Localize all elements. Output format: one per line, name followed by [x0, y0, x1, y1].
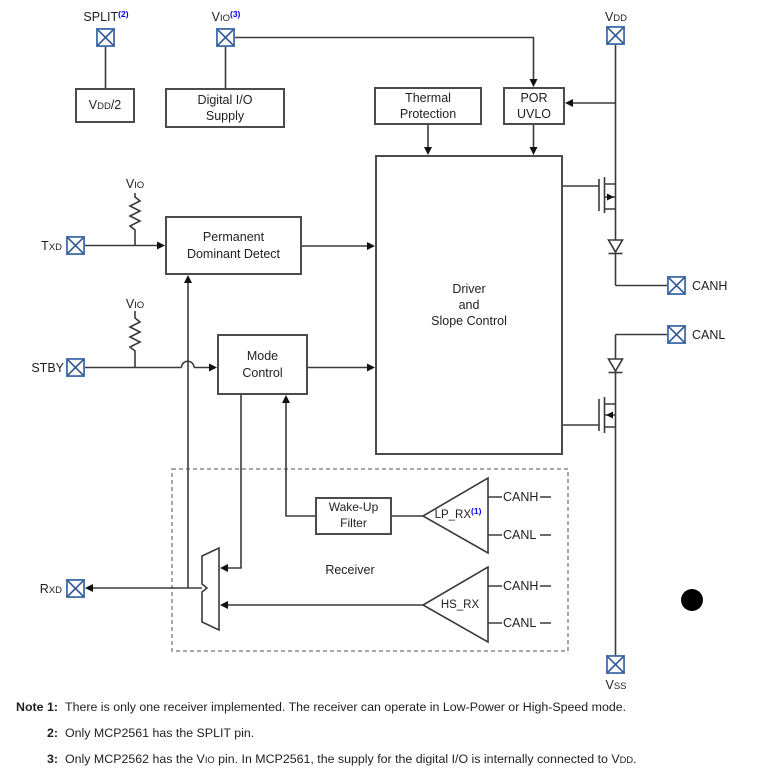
- mode-line2: Control: [242, 365, 283, 380]
- driver-line1: Driver: [452, 281, 486, 296]
- lp-rx-label: LP_RX(1): [434, 506, 482, 521]
- pin-x-icon: [667, 325, 686, 344]
- mode-to-driver-wire: [308, 363, 375, 372]
- canh-pin: [667, 276, 686, 295]
- vdd-pin: [606, 26, 625, 45]
- thermal-protection-block: Thermal Protection: [374, 87, 482, 125]
- stby-pin-label: STBY: [31, 361, 64, 375]
- pin-x-icon: [606, 655, 625, 674]
- canh-diode-icon: [607, 239, 624, 255]
- mode-line1: Mode: [246, 349, 279, 364]
- split-pin: [96, 28, 115, 47]
- pdd-to-driver-wire: [302, 242, 375, 250]
- stby-pullup-vio-label: VIO: [125, 297, 145, 311]
- txd-pullup-vio-label: VIO: [125, 177, 145, 191]
- rx-mux-icon: [201, 546, 220, 632]
- hs-rx-canh-tap-label: CANH: [503, 579, 539, 593]
- permanent-dominant-detect-block: Permanent Dominant Detect: [165, 216, 302, 275]
- stby-wire: [85, 360, 217, 372]
- note1-text: There is only one receiver implemented. …: [65, 700, 627, 714]
- stby-pin: [66, 358, 85, 377]
- txd-wire: [85, 241, 165, 250]
- receiver-dashed-box: [171, 468, 569, 652]
- pin-x-icon: [667, 276, 686, 295]
- vss-pin: [606, 655, 625, 674]
- note3-text: Only MCP2562 has the VIO pin. In MCP2561…: [65, 752, 637, 767]
- por-uvlo-block: POR UVLO: [503, 87, 565, 125]
- mode-control-block: Mode Control: [217, 334, 308, 395]
- txd-pullup-resistor-icon: [128, 193, 142, 246]
- note2-text: Only MCP2561 has the SPLIT pin.: [65, 726, 255, 741]
- canl-pin: [667, 325, 686, 344]
- txd-pin: [66, 236, 85, 255]
- wakeup-line2: Filter: [340, 516, 367, 530]
- pin-x-icon: [66, 579, 85, 598]
- thermal-to-driver-wire: [424, 125, 432, 155]
- lp-rx-canh-tap-label: CANH: [503, 490, 539, 504]
- hs-rx-to-mux-wire: [220, 601, 423, 609]
- vdd-pin-label: VDD: [604, 10, 628, 24]
- txd-pin-label: TXD: [41, 239, 62, 253]
- vio-to-por-wire: [235, 36, 538, 87]
- stby-pullup-resistor-icon: [128, 311, 142, 368]
- thermal-line2: Protection: [399, 107, 457, 121]
- hs-rx-comparator-icon: [421, 565, 551, 644]
- hs-rx-canl-tap-label: CANL: [503, 616, 537, 630]
- vdd-to-por-wire: [565, 99, 616, 107]
- rxd-wire: [85, 584, 202, 592]
- rxd-pin-label: RXD: [39, 582, 62, 596]
- split-pin-label: SPLIT(2): [83, 9, 129, 24]
- mode-to-mux-wire: [220, 395, 242, 572]
- wakeup-filter-block: Wake-Up Filter: [315, 497, 392, 535]
- vdd-half-block: VDD/2: [75, 88, 135, 123]
- note3-label: 3:: [46, 752, 58, 767]
- driver-line3: Slope Control: [431, 314, 507, 329]
- receiver-label: Receiver: [325, 563, 375, 577]
- hs-rx-label: HS_RX: [440, 599, 480, 611]
- pin-x-icon: [96, 28, 115, 47]
- lp-rx-comparator-icon: [421, 476, 551, 555]
- high-side-mosfet-icon: [563, 177, 616, 213]
- canl-pin-label: CANL: [692, 328, 726, 342]
- driver-line2: and: [458, 297, 480, 312]
- vio-pin-label: VIO(3): [211, 9, 241, 24]
- wakeup-line1: Wake-Up: [328, 500, 379, 515]
- pin-x-icon: [66, 358, 85, 377]
- wakeup-to-mode-wire: [282, 395, 315, 517]
- thermal-line1: Thermal: [405, 90, 451, 105]
- digital-io-line2: Supply: [205, 109, 245, 123]
- low-side-mosfet-icon: [563, 397, 616, 433]
- digital-io-line1: Digital I/O: [197, 92, 253, 107]
- canh-pin-label: CANH: [692, 279, 728, 293]
- rxd-pin: [66, 579, 85, 598]
- driver-slope-control-block: Driver and Slope Control: [375, 155, 563, 455]
- pdd-line1: Permanent: [202, 230, 265, 245]
- digital-io-supply-block: Digital I/O Supply: [165, 88, 285, 128]
- pin-x-icon: [216, 28, 235, 47]
- canl-diode-icon: [607, 358, 624, 374]
- footnotes: Note 1: There is only one receiver imple…: [13, 700, 761, 767]
- note2-label: 2:: [46, 726, 58, 741]
- por-line1: POR: [520, 90, 548, 105]
- vio-pin: [216, 28, 235, 47]
- pin-x-icon: [66, 236, 85, 255]
- black-dot: [681, 589, 703, 611]
- lp-rx-canl-tap-label: CANL: [503, 528, 537, 542]
- note1-label: Note 1:: [16, 700, 58, 714]
- pdd-line2: Dominant Detect: [186, 246, 281, 261]
- por-to-driver-wire: [529, 125, 538, 155]
- pin-x-icon: [606, 26, 625, 45]
- vss-pin-label: VSS: [605, 678, 627, 692]
- vdd-half-label: VDD/2: [88, 98, 122, 113]
- por-line2: UVLO: [516, 107, 552, 121]
- rxd-to-pdd-wire: [184, 275, 192, 588]
